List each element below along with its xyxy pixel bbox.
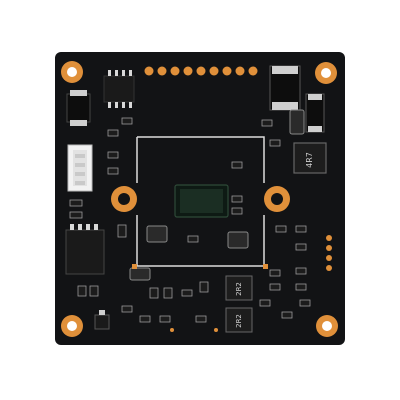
- diode-top-left: [66, 90, 91, 126]
- inductor-bottom-2-label: 2R2: [235, 314, 243, 328]
- lens-mount-hole-right: [264, 186, 290, 212]
- inductor-right: 4R7: [293, 142, 327, 174]
- top-pad-row: [144, 66, 258, 76]
- lens-mount-hole-left: [111, 186, 137, 212]
- sensor-silkscreen-outline: [136, 136, 265, 267]
- mount-hole-bottom-right: [316, 315, 338, 337]
- ic-left-soic: [65, 224, 105, 275]
- mount-hole-bottom-left: [61, 315, 83, 337]
- inductor-bottom-1-label: 2R2: [235, 282, 243, 296]
- capacitors-large: [129, 109, 305, 281]
- right-edge-pads: [326, 235, 332, 271]
- ic-top-soic: [103, 70, 135, 108]
- mount-hole-top-right: [315, 62, 337, 84]
- gold-test-pads: [132, 264, 268, 332]
- transistor-bottom: [94, 310, 110, 330]
- white-connector: [67, 144, 93, 192]
- smd-passives: [69, 117, 311, 323]
- mount-hole-top-left: [61, 61, 83, 83]
- inductor-bottom-1: 2R2: [225, 275, 253, 301]
- inductor-right-label: 4R7: [305, 152, 314, 168]
- diode-top-right: [269, 65, 301, 111]
- diode-right: [305, 93, 325, 133]
- inductor-bottom-2: 2R2: [225, 307, 253, 333]
